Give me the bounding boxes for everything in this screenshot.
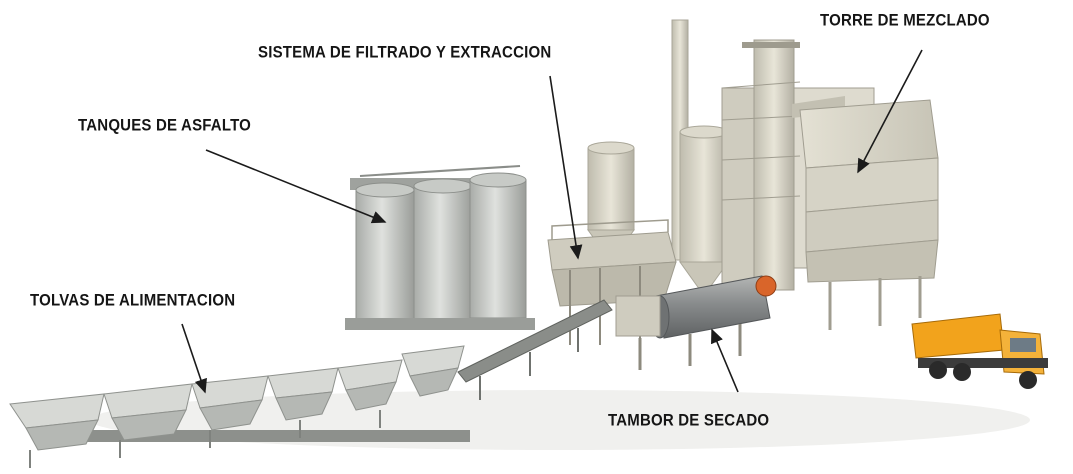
label-torre-de-mezclado: TORRE DE MEZCLADO [820, 11, 990, 30]
feeder-hopper [191, 375, 269, 431]
label-tambor-de-secado: TAMBOR DE SECADO [608, 411, 770, 430]
feeder-hopper [103, 383, 193, 441]
mixing-storage-box [799, 99, 939, 330]
feeder-hopper [9, 393, 105, 451]
drying-drum [615, 275, 777, 370]
filter-platform [547, 219, 677, 345]
arrow-tambor [711, 328, 739, 393]
leader-arrows [181, 49, 923, 394]
arrow-torre [857, 49, 923, 174]
arrow-sistema [549, 75, 583, 260]
arrow-tanques [205, 149, 387, 224]
feeder-hopper [337, 359, 403, 411]
dump-truck [911, 313, 1048, 389]
label-tolvas-de-alimentacion: TOLVAS DE ALIMENTACION [30, 291, 236, 310]
inclined-conveyor [457, 299, 613, 400]
asphalt-tank [413, 178, 473, 323]
filler-silo [679, 125, 729, 291]
feeder-hoppers [9, 345, 470, 468]
label-sistema-de-filtrado: SISTEMA DE FILTRADO Y EXTRACCION [258, 43, 552, 62]
feeder-hopper [267, 367, 339, 421]
feeder-hopper [401, 345, 465, 397]
asphalt-tank [469, 172, 527, 319]
label-tanques-de-asfalto: TANQUES DE ASFALTO [78, 116, 252, 135]
asphalt-tank [355, 182, 415, 326]
asphalt-tanks [345, 165, 535, 330]
arrow-tolvas [181, 323, 207, 394]
